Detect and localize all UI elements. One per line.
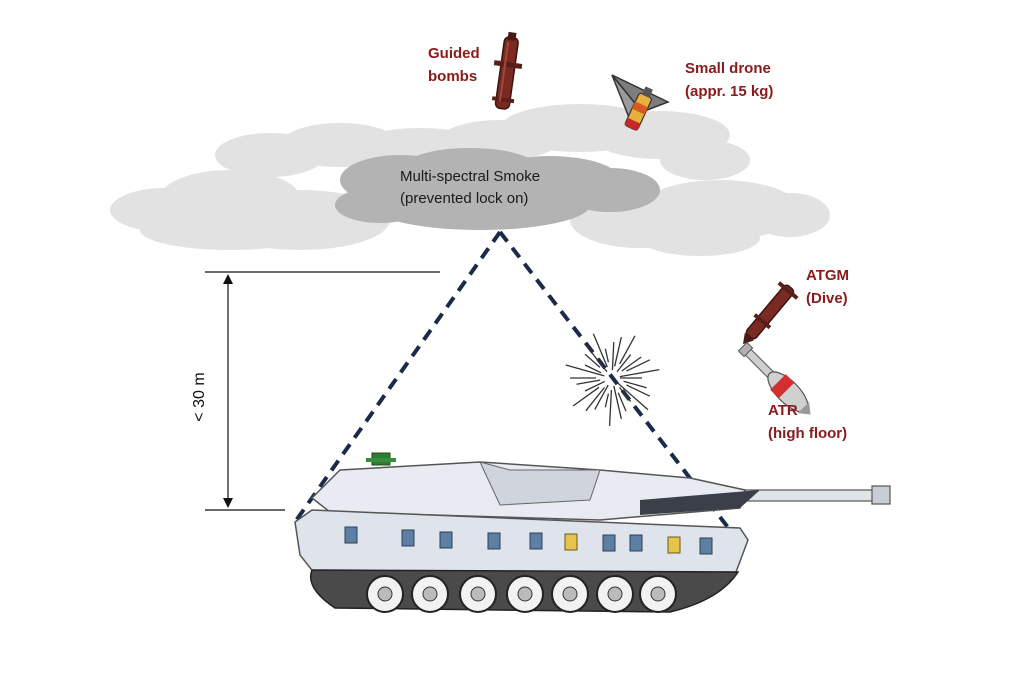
small-drone-icon (611, 74, 670, 131)
burst-ray (619, 369, 660, 378)
guided-bombs-label-line2: bombs (428, 68, 478, 85)
height-label: < 30 m (191, 372, 208, 422)
height-indicator (205, 271, 440, 511)
burst-ray (604, 348, 610, 363)
atgm-icon (743, 281, 799, 345)
burst-ray (576, 379, 601, 385)
road-wheel-hub (650, 586, 666, 602)
smoke-cloud-dark (335, 148, 660, 230)
burst-ray (584, 380, 606, 392)
burst-ray (626, 359, 651, 372)
burst-ray (585, 344, 608, 373)
burst-ray (617, 392, 627, 412)
burst-ray (618, 386, 632, 402)
guided-bomb-icon (491, 31, 523, 110)
burst-icon (565, 333, 660, 426)
burst-ray (608, 389, 613, 426)
burst-ray (584, 364, 602, 374)
burst-ray (604, 393, 610, 408)
smoke-label-line1: Multi-spectral Smoke (400, 168, 541, 185)
burst-ray (623, 380, 647, 389)
burst-ray (613, 385, 622, 420)
burst-ray (626, 384, 651, 397)
road-wheel-hub (562, 586, 578, 602)
road-wheel-hub (422, 586, 438, 602)
burst-ray (592, 333, 608, 368)
burst-ray (619, 335, 636, 365)
road-wheel-hub (607, 586, 623, 602)
small-drone-label-line2: (appr. 15 kg) (685, 83, 774, 100)
protection-cone (293, 230, 732, 532)
small-drone-label-line1: Small drone (685, 60, 771, 77)
burst-ray (617, 382, 649, 411)
road-wheel-hub (377, 586, 393, 602)
burst-ray (621, 356, 642, 372)
burst-ray (616, 354, 632, 373)
tank-illustration (294, 452, 891, 613)
burst-ray (585, 386, 606, 412)
burst-ray (611, 342, 615, 371)
atgm-label-line1: ATGM (806, 267, 850, 284)
burst-ray (584, 353, 601, 368)
smoke-label-line2: (prevented lock on) (400, 190, 529, 207)
atr-icon (737, 341, 811, 415)
guided-bombs-label-line1: Guided (428, 45, 480, 62)
burst-ray (565, 364, 605, 377)
atgm-label-line2: (Dive) (806, 290, 848, 307)
atr-label-line1: ATR (768, 402, 798, 419)
burst-ray (572, 386, 600, 407)
burst-ray (614, 336, 622, 367)
road-wheel-hub (470, 586, 486, 602)
burst-ray (594, 384, 609, 410)
atr-label-line2: (high floor) (768, 425, 848, 442)
road-wheel-hub (517, 586, 533, 602)
